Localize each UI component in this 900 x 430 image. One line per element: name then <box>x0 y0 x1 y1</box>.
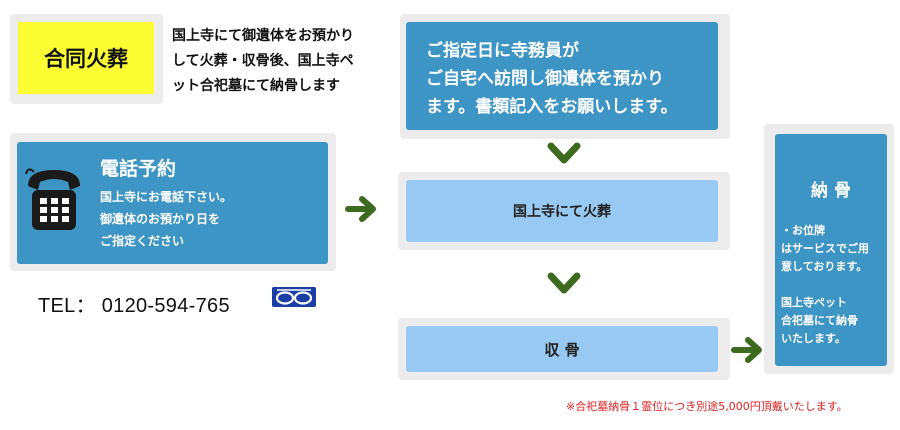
interment-title: 納 骨 <box>811 181 851 201</box>
collection-box: 収 骨 <box>406 326 718 372</box>
cremation-box: 国上寺にて火葬 <box>406 180 718 242</box>
reservation-line: 国上寺にお電話下さい。 <box>100 190 233 204</box>
interment-line: いたします。 <box>781 332 846 345</box>
reservation-box: 電話予約 国上寺にお電話下さい。 御遺体のお預かり日を ご指定ください <box>17 142 328 264</box>
interment-line: 国上寺ペット <box>781 296 847 309</box>
arrow-down-icon <box>547 142 581 164</box>
freedial-icon <box>272 287 316 307</box>
visit-box: ご指定日に寺務員が ご自宅へ訪問し御遺体を預かり ます。書類記入をお願いします。 <box>406 22 718 130</box>
description-line: 国上寺にて御遺体をお預かり <box>172 28 354 44</box>
description-line: して火葬・収骨後、国上寺ペ <box>172 53 354 69</box>
arrow-down-icon <box>547 272 581 294</box>
interment-line: 合祀墓にて納骨 <box>781 314 858 327</box>
interment-box: 納 骨 ・お位牌 はサービスでご用 意しております。 国上寺ペット 合祀墓にて納… <box>775 134 887 366</box>
reservation-line: 御遺体のお預かり日を <box>100 212 221 226</box>
group-cremation-label: 合同火葬 <box>18 22 154 94</box>
interment-line: ・お位牌 <box>781 224 825 237</box>
arrow-right-icon <box>731 337 762 363</box>
visit-line: ご指定日に寺務員が <box>426 41 579 61</box>
phone-number[interactable]: TEL： 0120-594-765 <box>38 295 230 317</box>
visit-line: ご自宅へ訪問し御遺体を預かり <box>426 69 664 89</box>
telephone-icon <box>25 168 80 230</box>
description-line: ット合祀墓にて納骨します <box>172 78 340 94</box>
footnote: ※合祀墓納骨１霊位につき別途5,000円頂戴いたします。 <box>566 400 848 413</box>
reservation-line: ご指定ください <box>100 234 185 248</box>
visit-line: ます。書類記入をお願いします。 <box>426 97 678 117</box>
interment-line: 意しております。 <box>781 260 868 273</box>
reservation-title: 電話予約 <box>100 158 177 180</box>
group-cremation-description: 国上寺にて御遺体をお預かり して火葬・収骨後、国上寺ペ ット合祀墓にて納骨します <box>172 24 394 99</box>
arrow-right-icon <box>345 196 376 222</box>
interment-line: はサービスでご用 <box>781 242 869 255</box>
